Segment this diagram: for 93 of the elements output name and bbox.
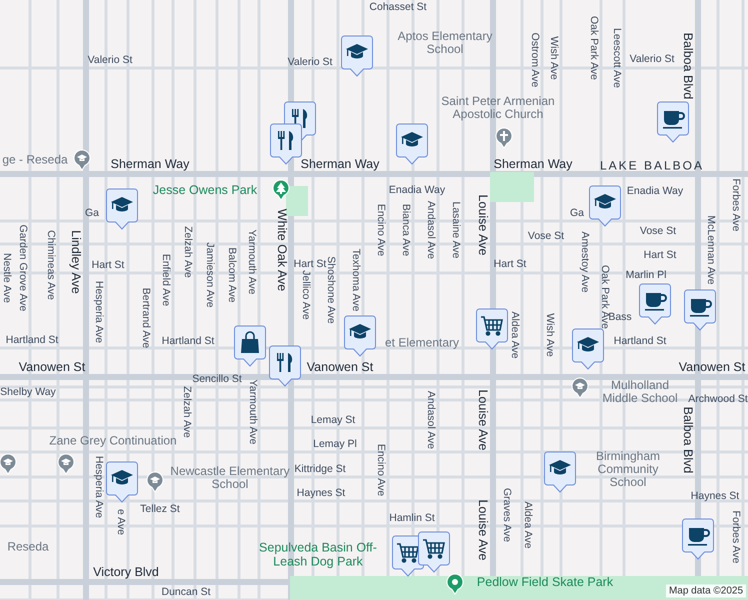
street-name: Texhoma Ave [349,248,361,312]
street-name: Louise Ave [475,390,489,450]
street-name: Hart St [644,250,676,262]
street-name: Ga [85,208,99,220]
street-name: Hartland St [6,335,58,347]
street-name: Enfield Ave [159,254,171,306]
street-name: Duncan St [161,587,211,599]
street-name: Nestle Ave [0,253,12,303]
street-name: Aldea Ave [521,501,533,549]
street-name: Andasol Ave [424,200,436,260]
street-name: Bertrand Ave [139,288,151,348]
street-name: Yarmouth Ave [245,230,257,294]
map-attribution: Map data ©2025 [666,584,746,598]
street-name: Leescott Ave [610,28,622,88]
place-name: Jesse Owens Park [152,184,258,198]
place-name: Reseda [7,540,49,554]
street-name: Jellico Ave [299,270,311,320]
street-name: Zelzah Ave [180,386,192,438]
street-name: Wish Ave [547,36,559,80]
street-name: Marlin Pl [626,270,666,282]
street-name: Shelby Way [0,387,56,399]
street-name: Archwood St [688,394,748,406]
street-name: e Ave [114,508,126,536]
street-name: Enadia Way [388,185,446,197]
place-name: Newcastle Elementary School [170,464,290,492]
street-name: Vanowen St [678,361,746,375]
street-name: Hartland St [162,336,214,348]
street-name: Sencillo St [192,374,242,386]
place-name: Sepulveda Basin Off-Leash Dog Park [258,541,378,569]
place-name: Saint Peter Armenian Apostolic Church [440,94,556,122]
street-name: Yarmouth Ave [246,380,258,444]
street-name: Sherman Way [494,158,572,172]
street-name: Jamieson Ave [203,242,215,308]
place-name: Mulholland Middle School [601,378,679,406]
street-name: Lemay St [310,415,356,427]
street-name: Louise Ave [475,500,489,560]
street-name: Sherman Way [110,158,190,172]
street-name: Tellez St [140,504,180,516]
street-name: Balboa Blvd [680,32,694,100]
street-name: Oak Park Ave [598,265,610,329]
street-name: Aldea Ave [508,311,520,359]
street-name: LAKE BALBOA [600,159,704,173]
street-name: Hart St [494,259,526,271]
street-name: Haynes St [690,491,740,503]
place-name: Zane Grey Continuation [49,434,177,448]
street-name: Oak Park Ave [587,16,599,80]
street-name: Garden Grove Ave [16,224,28,312]
place-name: ge - Reseda [2,153,68,167]
street-name: Wish Ave [543,313,555,357]
street-name: Vanowen St [18,361,86,375]
street-name: Hart St [92,260,124,272]
street-name: Lemay Pl [313,439,357,451]
place-name: Aptos Elementary School [396,30,494,56]
street-name: Vose St [640,226,676,238]
street-name: Vose St [528,231,564,243]
place-name: Pedlow Field Skate Park [476,576,614,590]
street-name: Hesperia Ave [92,456,104,518]
street-name: Victory Blvd [93,566,159,580]
street-name: White Oak Ave [274,208,288,292]
street-name: Encino Ave [374,444,386,496]
street-name: Zelzah Ave [181,226,193,278]
street-name: Andasol Ave [424,390,436,450]
street-name: Ga [570,208,584,220]
street-name: Lindley Ave [68,230,82,294]
street-name: Ostrom Ave [528,32,540,88]
street-name: Balboa Blvd [680,406,694,474]
street-name: Lasaine Ave [449,201,461,259]
street-name: Sherman Way [300,158,380,172]
street-name: Haynes St [296,488,346,500]
street-name: Encino Ave [374,204,386,256]
street-name: Hesperia Ave [92,280,104,344]
street-name: Bass [608,312,632,324]
place-name: et Elementary [384,336,460,350]
street-name: Amestoy Ave [578,231,590,293]
street-name: Valerio St [630,54,674,66]
street-name: Chimineas Ave [44,230,56,300]
street-name: Kittridge St [294,464,346,476]
street-name: Hamlin St [389,513,435,525]
street-name: Forbes Ave [729,510,741,564]
street-name: Valerio St [288,57,332,69]
street-name: McLennan Ave [704,215,716,285]
street-name: Valerio St [88,55,132,67]
street-name: Balcom Ave [225,247,237,303]
street-name: Louise Ave [475,194,489,256]
street-name: Hartland St [614,336,666,348]
street-name: Cohasset St [369,2,427,14]
street-name: Bianca Ave [399,204,411,256]
street-name: Hart St [294,259,326,270]
street-name: Forbes Ave [729,178,741,232]
place-name: Birmingham Community School [594,450,662,490]
street-name: Enadia Way [626,186,684,198]
street-name: Vanowen St [306,361,374,375]
street-name: Graves Ave [500,488,512,542]
